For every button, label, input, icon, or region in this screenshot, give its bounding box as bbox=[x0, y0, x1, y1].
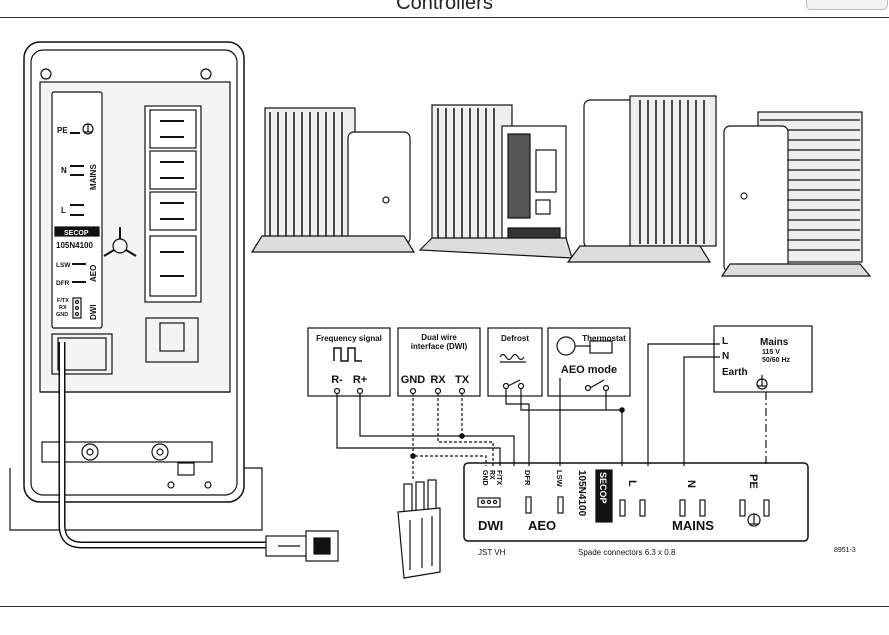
product-photo-4 bbox=[720, 111, 872, 277]
front-dfr-label: DFR bbox=[56, 280, 70, 287]
terminal-lsw-label: LSW bbox=[555, 470, 564, 488]
terminal-mains-label: MAINS bbox=[672, 518, 714, 533]
frequency-signal-box bbox=[307, 327, 391, 397]
dwi-title-line2: interface (DWI) bbox=[411, 342, 468, 351]
mains-title: Mains bbox=[760, 337, 789, 348]
terminal-block bbox=[463, 462, 809, 542]
product-photo-1 bbox=[250, 107, 416, 253]
front-gnd-label: GND bbox=[56, 312, 68, 318]
mains-voltage: 115 V bbox=[762, 349, 780, 356]
terminal-part-number: 105N4100 bbox=[576, 470, 587, 517]
front-n-label: N bbox=[61, 166, 67, 175]
front-aeo-label: AEO bbox=[89, 265, 98, 282]
front-ftx-label: F/TX bbox=[57, 298, 69, 304]
defrost-title: Defrost bbox=[501, 334, 529, 343]
spade-caption: Spade connectors 6.3 x 0.8 bbox=[578, 548, 676, 557]
product-photo-3 bbox=[566, 95, 717, 263]
thermostat-box bbox=[547, 327, 631, 397]
page-title: Controllers bbox=[396, 0, 493, 14]
front-pe-label: PE bbox=[57, 126, 68, 135]
terminal-brand-logo: SECOP bbox=[598, 472, 608, 504]
frequency-r-minus: R- bbox=[331, 374, 343, 386]
header-tab bbox=[806, 0, 888, 10]
bottom-divider bbox=[0, 606, 889, 607]
terminal-l-label: L bbox=[626, 480, 638, 487]
terminal-pe-label: PE bbox=[747, 474, 759, 489]
frequency-r-plus: R+ bbox=[353, 374, 367, 386]
product-photo-2 bbox=[418, 104, 573, 259]
terminal-dwi-label: DWI bbox=[478, 518, 503, 533]
terminal-n-label: N bbox=[685, 480, 697, 488]
dwi-gnd-label: GND bbox=[401, 374, 426, 386]
front-part-number: 105N4100 bbox=[56, 241, 93, 250]
plug-connector bbox=[397, 479, 441, 579]
mains-frequency: 50/60 Hz bbox=[762, 357, 791, 364]
terminal-aeo-label: AEO bbox=[528, 518, 556, 533]
terminal-ftx-label: F/TX bbox=[495, 470, 502, 485]
dwi-rx-label: RX bbox=[430, 374, 446, 386]
terminal-dfr-label: DFR bbox=[523, 470, 532, 486]
thermostat-title: Thermostat bbox=[582, 334, 626, 343]
figure-id: 8951-3 bbox=[834, 547, 856, 554]
mains-l-label: L bbox=[722, 336, 728, 347]
jst-caption: JST VH bbox=[478, 548, 506, 557]
front-lsw-label: LSW bbox=[56, 262, 71, 269]
mains-earth-label: Earth bbox=[722, 367, 748, 378]
mains-n-label: N bbox=[722, 351, 729, 362]
controller-front-view bbox=[9, 41, 339, 562]
aeo-mode-label: AEO mode bbox=[561, 364, 617, 376]
front-rx-label: RX bbox=[59, 305, 67, 311]
wiring bbox=[336, 343, 767, 480]
frequency-title: Frequency signal bbox=[316, 334, 382, 343]
top-divider bbox=[0, 17, 889, 18]
front-dwi-label: DWI bbox=[89, 304, 98, 320]
front-l-label: L bbox=[61, 206, 66, 215]
dwi-tx-label: TX bbox=[455, 374, 470, 386]
front-brand-logo: SECOP bbox=[64, 230, 89, 237]
mains-box bbox=[713, 325, 813, 393]
defrost-box bbox=[487, 327, 543, 397]
front-mains-label: MAINS bbox=[89, 164, 98, 190]
terminal-rx-label: RX bbox=[488, 470, 495, 480]
terminal-gnd-label: GND bbox=[481, 470, 488, 486]
dwi-title-line1: Dual wire bbox=[421, 333, 457, 342]
